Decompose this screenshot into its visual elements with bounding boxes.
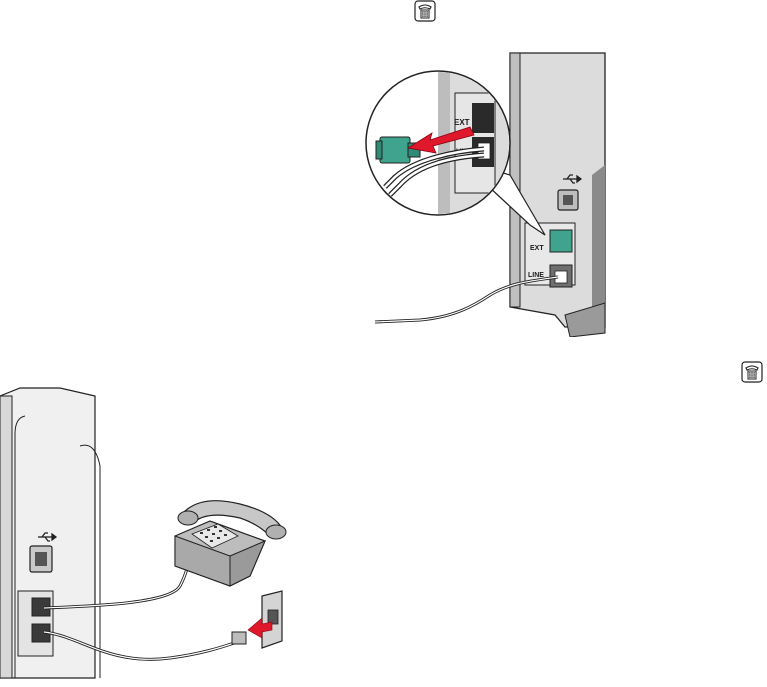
telephone (175, 501, 286, 586)
port-label-ext: EXT (530, 245, 544, 252)
zoom-port-label-ext: EXT (454, 118, 470, 127)
fax-icon (414, 0, 436, 22)
wall-jack (262, 591, 282, 648)
illustration-remove-ext-plug: EXT LINE EXT LINE (360, 45, 610, 337)
fax-icon (741, 361, 763, 383)
illustration-phone-connection (0, 386, 300, 682)
